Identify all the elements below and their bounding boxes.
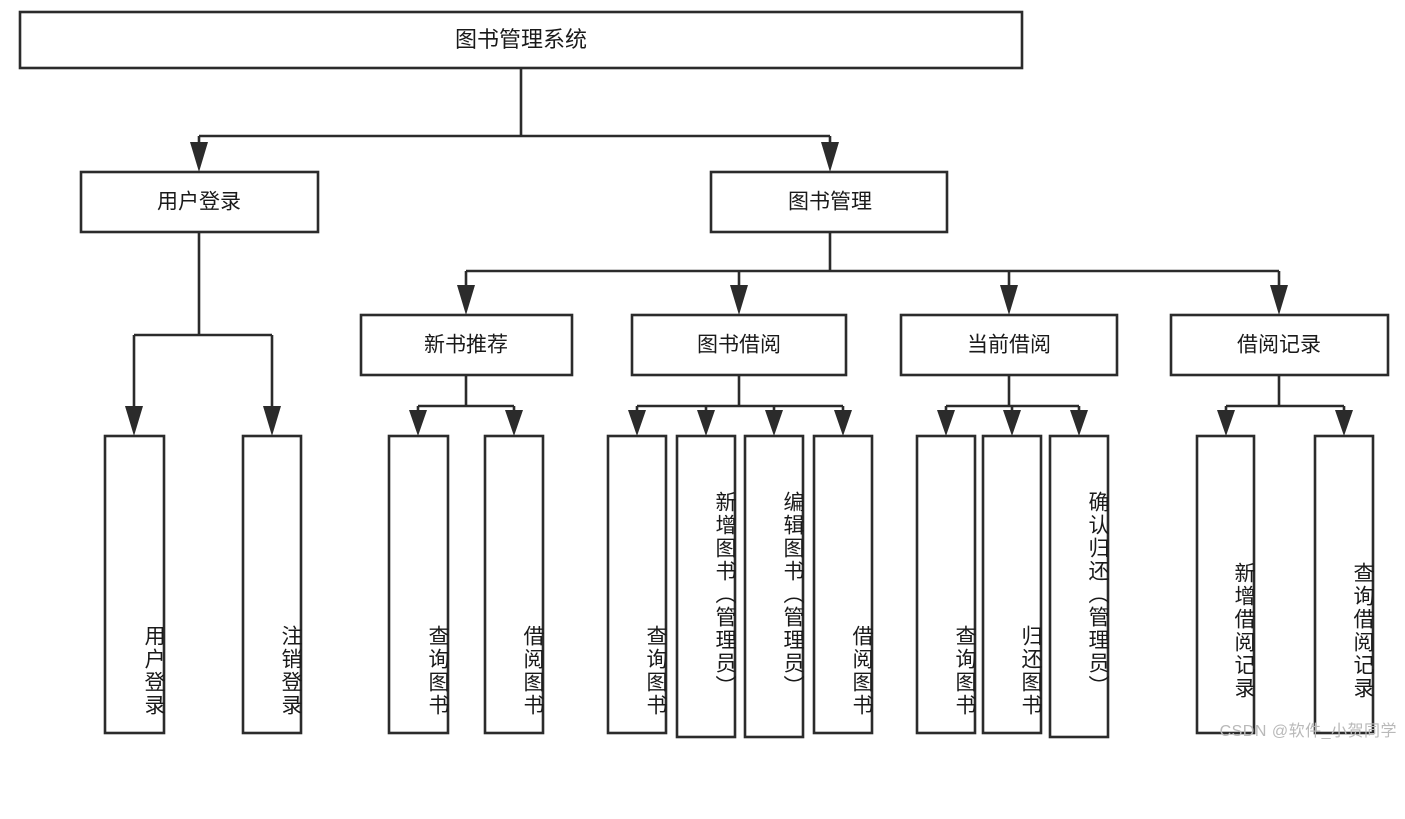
node-borrow-record-label: 借阅记录 [1237, 334, 1321, 357]
arrow-head-leaf-logout [263, 406, 281, 436]
diagram-canvas: 图书管理系统 用户登录 图书管理 新书推荐 图书借阅 当前借阅 借阅记录 [18, 10, 1390, 739]
leaf-box-add-record[interactable] [1195, 434, 1256, 735]
arrow-head-leaf-return-book [1003, 410, 1021, 436]
leaf-box-query-book-2[interactable] [606, 434, 668, 735]
node-user-login-box[interactable] [79, 170, 320, 234]
leaf-box-user-login[interactable] [103, 434, 166, 735]
arrow-head-leaf-query-record [1335, 410, 1353, 436]
leaf-box-borrow-book-1[interactable] [483, 434, 545, 735]
node-root-box[interactable] [18, 10, 1024, 70]
node-current-borrow-box[interactable] [899, 313, 1119, 377]
arrow-head-user-login [190, 142, 208, 172]
arrow-head-leaf-borrow-book-1 [505, 410, 523, 436]
connector-group-book-borrow [628, 375, 852, 436]
arrow-head-new-book-recommend [457, 285, 475, 315]
node-current-borrow[interactable]: 当前借阅 [899, 313, 1119, 377]
leaf-box-query-record[interactable] [1313, 434, 1375, 735]
node-user-login[interactable]: 用户登录 [79, 170, 320, 234]
node-new-book-recommend-label: 新书推荐 [424, 334, 508, 357]
node-book-borrow-box[interactable] [630, 313, 848, 377]
node-new-book-recommend[interactable]: 新书推荐 [359, 313, 574, 377]
arrow-head-leaf-add-record [1217, 410, 1235, 436]
node-new-book-recommend-box[interactable] [359, 313, 574, 377]
leaf-box-return-book[interactable] [981, 434, 1043, 735]
leaf-box-query-book-1[interactable] [387, 434, 450, 735]
connector-group-root [190, 68, 839, 172]
leaf-box-query-book-3[interactable] [915, 434, 977, 735]
node-book-borrow-label: 图书借阅 [697, 334, 781, 357]
leaf-box-add-book[interactable] [675, 434, 737, 739]
node-borrow-record[interactable]: 借阅记录 [1169, 313, 1390, 377]
node-root[interactable]: 图书管理系统 [18, 10, 1024, 70]
arrow-head-book-manage [821, 142, 839, 172]
arrow-head-leaf-user-login [125, 406, 143, 436]
node-book-borrow[interactable]: 图书借阅 [630, 313, 848, 377]
connector-group-new-book-recommend [409, 375, 523, 436]
leaf-box-logout[interactable] [241, 434, 303, 735]
connector-group-user-login [125, 232, 281, 436]
leaf-box-borrow-book-2[interactable] [812, 434, 874, 735]
arrow-head-book-borrow [730, 285, 748, 315]
arrow-head-leaf-borrow-book-2 [834, 410, 852, 436]
arrow-head-leaf-query-book-3 [937, 410, 955, 436]
node-user-login-label: 用户登录 [157, 191, 241, 214]
node-current-borrow-label: 当前借阅 [967, 334, 1051, 357]
arrow-head-leaf-confirm-return [1070, 410, 1088, 436]
csdn-watermark: CSDN @软件_小贺同学 [1219, 723, 1397, 740]
leaf-box-confirm-return[interactable] [1048, 434, 1110, 739]
arrow-head-current-borrow [1000, 285, 1018, 315]
arrow-head-leaf-edit-book [765, 410, 783, 436]
node-root-label: 图书管理系统 [455, 27, 587, 52]
connector-group-borrow-record [1217, 375, 1353, 436]
connector-group-current-borrow [937, 375, 1088, 436]
node-borrow-record-box[interactable] [1169, 313, 1390, 377]
leaf-boxes [103, 434, 1375, 739]
arrow-head-leaf-query-book-1 [409, 410, 427, 436]
leaf-box-edit-book[interactable] [743, 434, 805, 739]
arrow-head-leaf-query-book-2 [628, 410, 646, 436]
connector-group-book-manage [457, 232, 1288, 315]
diagram-root: 图书管理系统 用户登录 图书管理 新书推荐 图书借阅 当前借阅 借阅记录 [18, 10, 1397, 740]
node-book-manage[interactable]: 图书管理 [709, 170, 949, 234]
arrow-head-borrow-record [1270, 285, 1288, 315]
node-book-manage-box[interactable] [709, 170, 949, 234]
arrow-head-leaf-add-book [697, 410, 715, 436]
node-book-manage-label: 图书管理 [788, 191, 872, 214]
